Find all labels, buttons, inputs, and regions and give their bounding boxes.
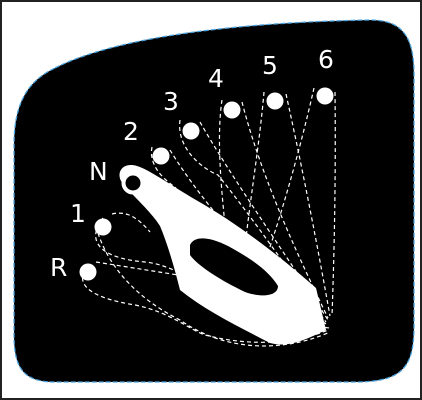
path-first-outer (97, 232, 331, 347)
gear-dot-reverse (79, 263, 97, 281)
path-first (95, 217, 331, 329)
label-third: 3 (163, 87, 179, 116)
path-sixth-right (331, 91, 336, 317)
lever-slot (190, 238, 278, 296)
path-first-top (111, 212, 151, 233)
label-first: 1 (70, 199, 86, 228)
gear-dot-third (182, 122, 200, 140)
path-second-left (150, 146, 177, 189)
gear-dot-first (94, 218, 112, 236)
gear-dot-fourth (223, 101, 241, 119)
label-reverse: R (50, 253, 67, 282)
neutral-pivot (121, 171, 145, 195)
label-fourth: 4 (208, 64, 224, 93)
path-fifth-left (243, 91, 265, 256)
path-fifth-right (285, 93, 331, 317)
label-fifth: 5 (262, 51, 278, 80)
label-neutral: N (89, 157, 108, 186)
path-fourth-right (241, 101, 329, 319)
gear-dot-second (152, 147, 170, 165)
label-sixth: 6 (318, 45, 334, 74)
label-second: 2 (123, 117, 139, 146)
gear-dot-sixth (316, 87, 334, 105)
gear-dot-fifth (266, 92, 284, 110)
